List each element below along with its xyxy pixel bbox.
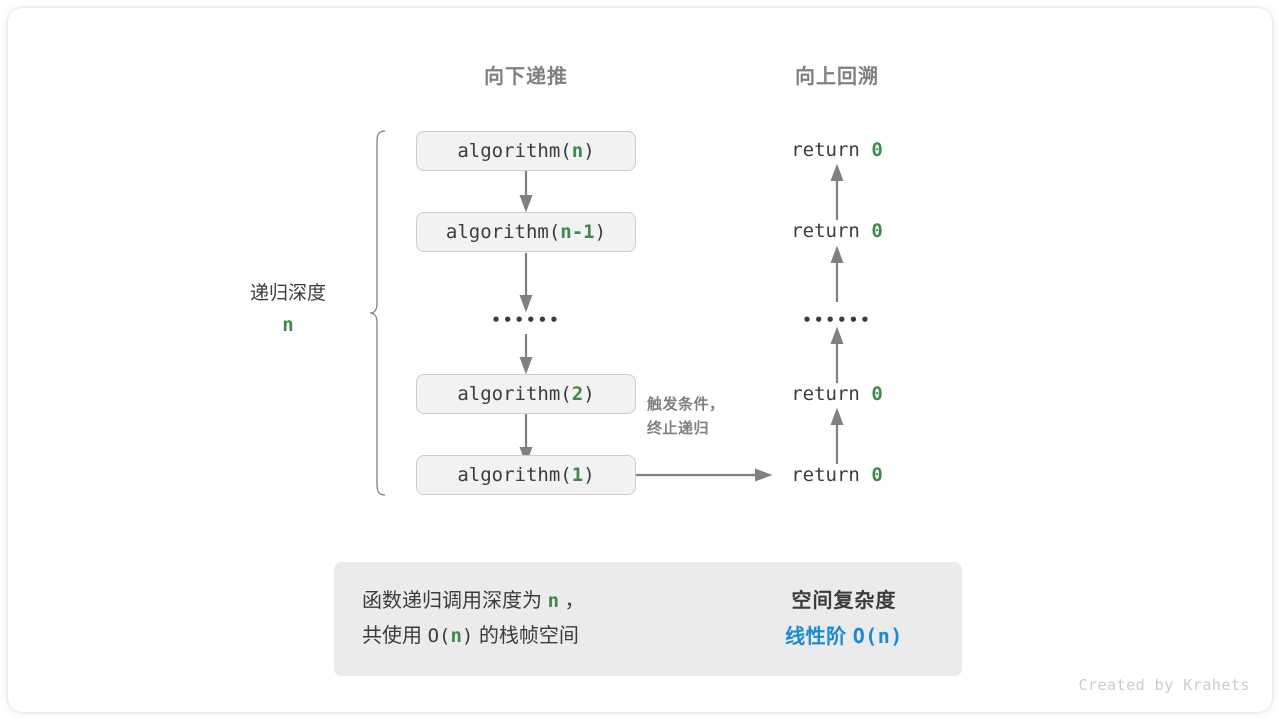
call-box-n-minus-1-suffix: ): [594, 221, 607, 243]
return-label-2-text: return: [791, 220, 872, 242]
return-label-1: return 0: [727, 139, 947, 161]
return-label-1-value: 0: [871, 139, 883, 161]
diagram-stage: 向下递推 向上回溯 递归深度 n algorithm(n) algorithm(…: [8, 8, 1272, 712]
summary-line2-a: 共使用: [362, 625, 428, 647]
summary-right-text: 空间复杂度 线性阶 O(n): [744, 584, 944, 655]
call-box-n-minus-1-arg: n-1: [560, 221, 595, 243]
return-label-3-text: return: [791, 383, 872, 405]
depth-label-text: 递归深度: [249, 283, 326, 304]
return-label-4-value: 0: [871, 464, 883, 486]
call-box-n-minus-1-prefix: algorithm(: [445, 221, 561, 243]
descend-ellipsis: ••••••: [491, 311, 561, 329]
depth-label-value: n: [282, 314, 294, 336]
call-box-n-arg: n: [571, 140, 584, 162]
return-label-3-value: 0: [871, 383, 883, 405]
return-label-2-value: 0: [871, 220, 883, 242]
summary-right-value-mono: O(n): [852, 624, 903, 648]
call-box-n-prefix: algorithm(: [457, 140, 572, 162]
summary-line2-o: O(: [427, 625, 451, 647]
summary-line2-b: 的栈帧空间: [473, 625, 579, 647]
summary-right-value-text: 线性阶: [785, 626, 853, 648]
call-box-n-suffix: ): [583, 140, 595, 162]
call-box-1[interactable]: algorithm(1): [416, 455, 636, 495]
summary-line1-b: ，: [559, 590, 585, 612]
trigger-note-line1: 触发条件，: [647, 396, 725, 413]
trigger-note: 触发条件， 终止递归: [647, 393, 725, 441]
backtrack-ellipsis: ••••••: [802, 311, 872, 329]
summary-line2-c: ): [461, 625, 474, 647]
credit-text: Created by Krahets: [1078, 676, 1250, 694]
call-box-2-arg: 2: [571, 383, 584, 405]
return-label-1-text: return: [791, 139, 872, 161]
return-label-4-text: return: [791, 464, 872, 486]
summary-left-text: 函数递归调用深度为 n ， 共使用 O(n) 的栈帧空间: [362, 584, 585, 654]
summary-left-line2: 共使用 O(n) 的栈帧空间: [362, 619, 585, 654]
call-box-n-minus-1[interactable]: algorithm(n-1): [416, 212, 636, 252]
header-descend: 向下递推: [484, 66, 568, 88]
summary-left-line1: 函数递归调用深度为 n ，: [362, 584, 585, 619]
summary-line2-n: n: [450, 625, 462, 647]
call-box-1-prefix: algorithm(: [457, 464, 572, 486]
call-box-2[interactable]: algorithm(2): [416, 374, 636, 414]
diagram-card: 向下递推 向上回溯 递归深度 n algorithm(n) algorithm(…: [8, 8, 1272, 712]
summary-right-title: 空间复杂度: [791, 590, 897, 612]
call-box-1-arg: 1: [571, 464, 584, 486]
summary-right-value: 线性阶 O(n): [744, 619, 944, 655]
summary-panel: 函数递归调用深度为 n ， 共使用 O(n) 的栈帧空间 空间复杂度 线性阶 O…: [334, 562, 962, 676]
call-box-n[interactable]: algorithm(n): [416, 131, 636, 171]
call-box-2-suffix: ): [583, 383, 595, 405]
return-label-3: return 0: [727, 383, 947, 405]
summary-line1-a: 函数递归调用深度为: [362, 590, 548, 612]
depth-label-group: 递归深度 n: [188, 284, 388, 336]
return-label-4: return 0: [727, 464, 947, 486]
summary-line1-n: n: [547, 590, 560, 612]
return-label-2: return 0: [727, 220, 947, 242]
call-box-1-suffix: ): [583, 464, 595, 486]
header-backtrack: 向上回溯: [795, 66, 879, 88]
call-box-2-prefix: algorithm(: [457, 383, 572, 405]
trigger-note-line2: 终止递归: [647, 420, 710, 437]
